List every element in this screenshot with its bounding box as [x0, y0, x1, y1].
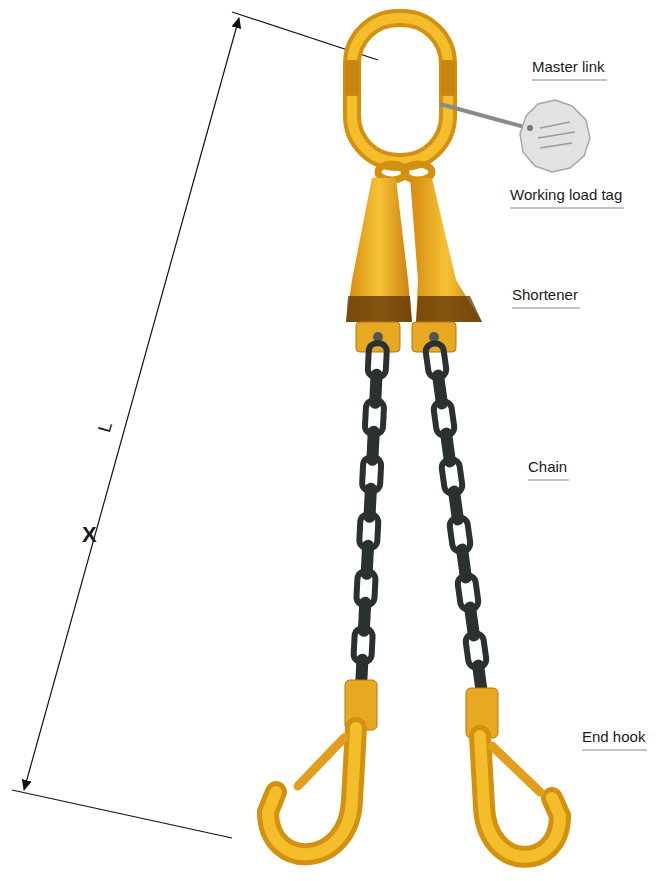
working-load-tag — [440, 100, 590, 172]
master-link — [345, 18, 455, 180]
part-label: Working load tag — [510, 186, 624, 209]
end-hook — [268, 680, 560, 857]
dimension-label: X — [82, 526, 97, 544]
part-label: Master link — [532, 58, 607, 81]
part-label: End hook — [582, 728, 647, 751]
part-label: Chain — [528, 458, 569, 481]
dimension-label: L — [95, 420, 115, 435]
shortener — [346, 178, 482, 352]
chain — [353, 342, 487, 696]
part-label: Shortener — [512, 286, 580, 309]
dimension-line — [12, 12, 378, 838]
